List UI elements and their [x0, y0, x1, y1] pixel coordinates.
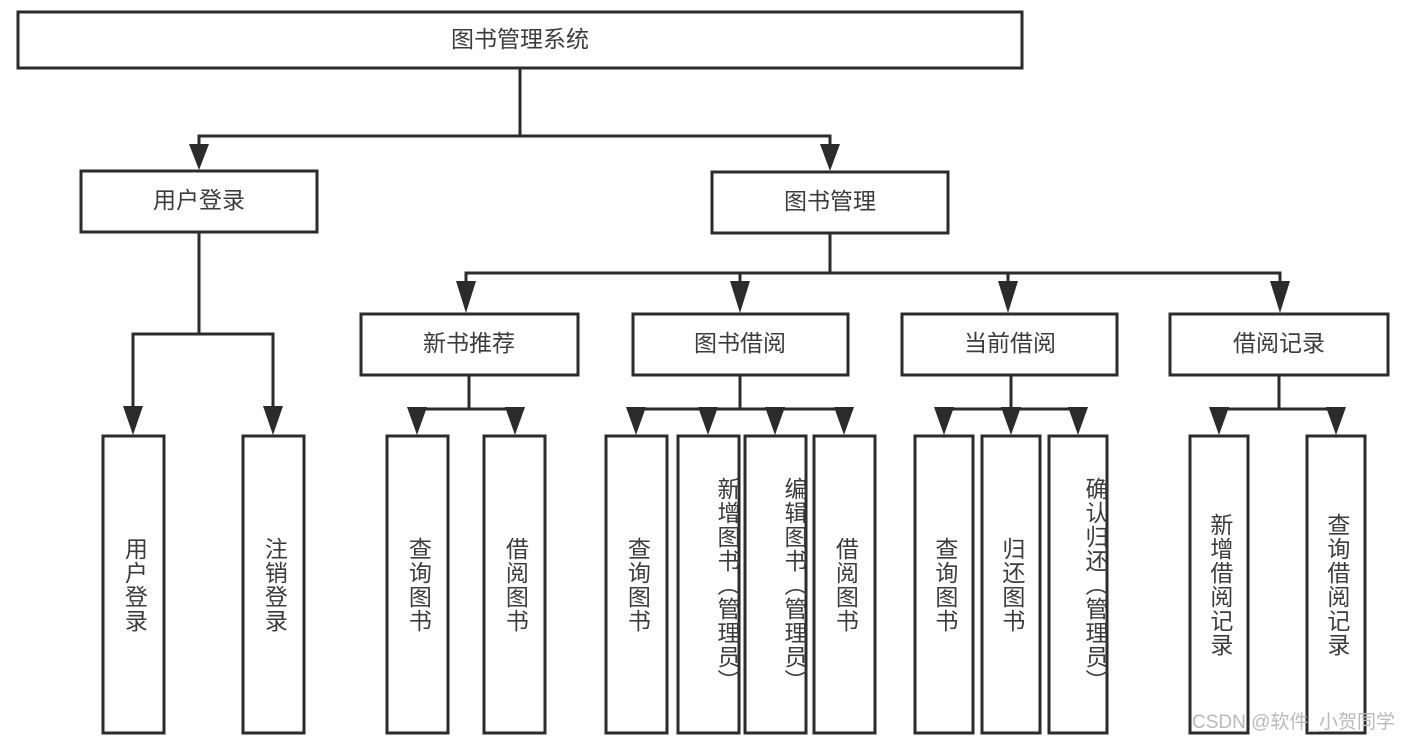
node-leaf-query-record-box[interactable] [1305, 434, 1367, 735]
connector-group-root [189, 66, 840, 171]
node-new-book-recommend[interactable]: 新书推荐 [359, 312, 580, 377]
node-leaf-query-book-current-box[interactable] [913, 434, 975, 735]
arrow-head-leaf-query-book-current [934, 407, 954, 435]
node-current-borrow-box[interactable] [900, 312, 1119, 377]
node-book-management-box[interactable] [710, 170, 950, 235]
node-new-book-recommend-label: 新书推荐 [423, 330, 515, 356]
arrow-head-leaf-return-book [1001, 407, 1021, 435]
node-leaf-borrow-book-box[interactable] [812, 434, 877, 735]
node-borrow-records-label: 借阅记录 [1233, 330, 1325, 356]
node-book-borrow[interactable]: 图书借阅 [631, 312, 850, 377]
arrow-head-bookborrow [730, 281, 750, 313]
arrow-head-leaf-borrow-book [834, 407, 854, 435]
node-leaf-logout-box[interactable] [241, 434, 306, 735]
arrow-head-newbook [456, 281, 476, 313]
node-book-management[interactable]: 图书管理 [710, 170, 950, 235]
node-user-login[interactable]: 用户登录 [79, 169, 319, 234]
arrow-head-borrowrecords [1270, 281, 1290, 313]
arrow-head-bookmgmt [820, 144, 840, 171]
csdn-watermark: CSDN @软件_小贺同学 [1192, 712, 1395, 733]
connector-group-bookmanagement [456, 231, 1290, 313]
arrow-head-leaf-query-record [1326, 407, 1346, 435]
arrow-head-leaf-confirm-return [1068, 407, 1088, 435]
node-borrow-records[interactable]: 借阅记录 [1168, 312, 1390, 377]
node-root[interactable]: 图书管理系统 [16, 10, 1024, 70]
node-leaf-add-record-box[interactable] [1188, 434, 1250, 735]
node-leaf-add-book-box[interactable] [676, 434, 741, 735]
arrow-head-leaf-user-login [123, 406, 143, 435]
node-root-box[interactable] [16, 10, 1024, 70]
node-book-borrow-label: 图书借阅 [694, 330, 786, 356]
arrow-head-leaf-edit-book [765, 407, 785, 435]
node-borrow-records-box[interactable] [1168, 312, 1390, 377]
node-user-login-box[interactable] [79, 169, 319, 234]
connector-group-currentborrow-children [934, 373, 1088, 435]
node-current-borrow-label: 当前借阅 [964, 330, 1056, 356]
node-user-login-label: 用户登录 [153, 187, 245, 213]
node-leaf-return-book-box[interactable] [980, 434, 1042, 735]
arrow-head-currentborrow [998, 281, 1018, 313]
arrow-head-leaf-add-book [698, 407, 718, 435]
node-leaf-query-book-new-box[interactable] [385, 434, 450, 735]
arrow-head-leaf-logout [263, 406, 283, 435]
node-leaf-confirm-return-box[interactable] [1047, 434, 1109, 735]
node-leaf-user-login-box[interactable] [101, 434, 166, 735]
arrow-head-leaf-query-book-new [407, 407, 427, 435]
node-book-borrow-box[interactable] [631, 312, 850, 377]
node-root-label: 图书管理系统 [451, 26, 589, 52]
node-book-management-label: 图书管理 [784, 188, 876, 214]
arrow-head-userlogin [189, 144, 209, 170]
connector-group-newbook-children [407, 373, 525, 435]
node-leaf-query-book-borrow-box[interactable] [604, 434, 669, 735]
node-current-borrow[interactable]: 当前借阅 [900, 312, 1119, 377]
arrow-head-leaf-query-book-borrow [626, 407, 646, 435]
node-new-book-recommend-box[interactable] [359, 312, 580, 377]
connector-group-bookborrow-children [626, 373, 854, 435]
connector-group-borrowrecords-children [1209, 373, 1346, 435]
arrow-head-leaf-add-record [1209, 407, 1229, 435]
node-leaf-edit-book-box[interactable] [743, 434, 808, 735]
connector-group-userlogin-children [123, 230, 283, 435]
node-leaf-borrow-book-new-box[interactable] [482, 434, 547, 735]
leaf-boxes [101, 434, 1367, 735]
arrow-head-leaf-borrow-book-new [505, 407, 525, 435]
